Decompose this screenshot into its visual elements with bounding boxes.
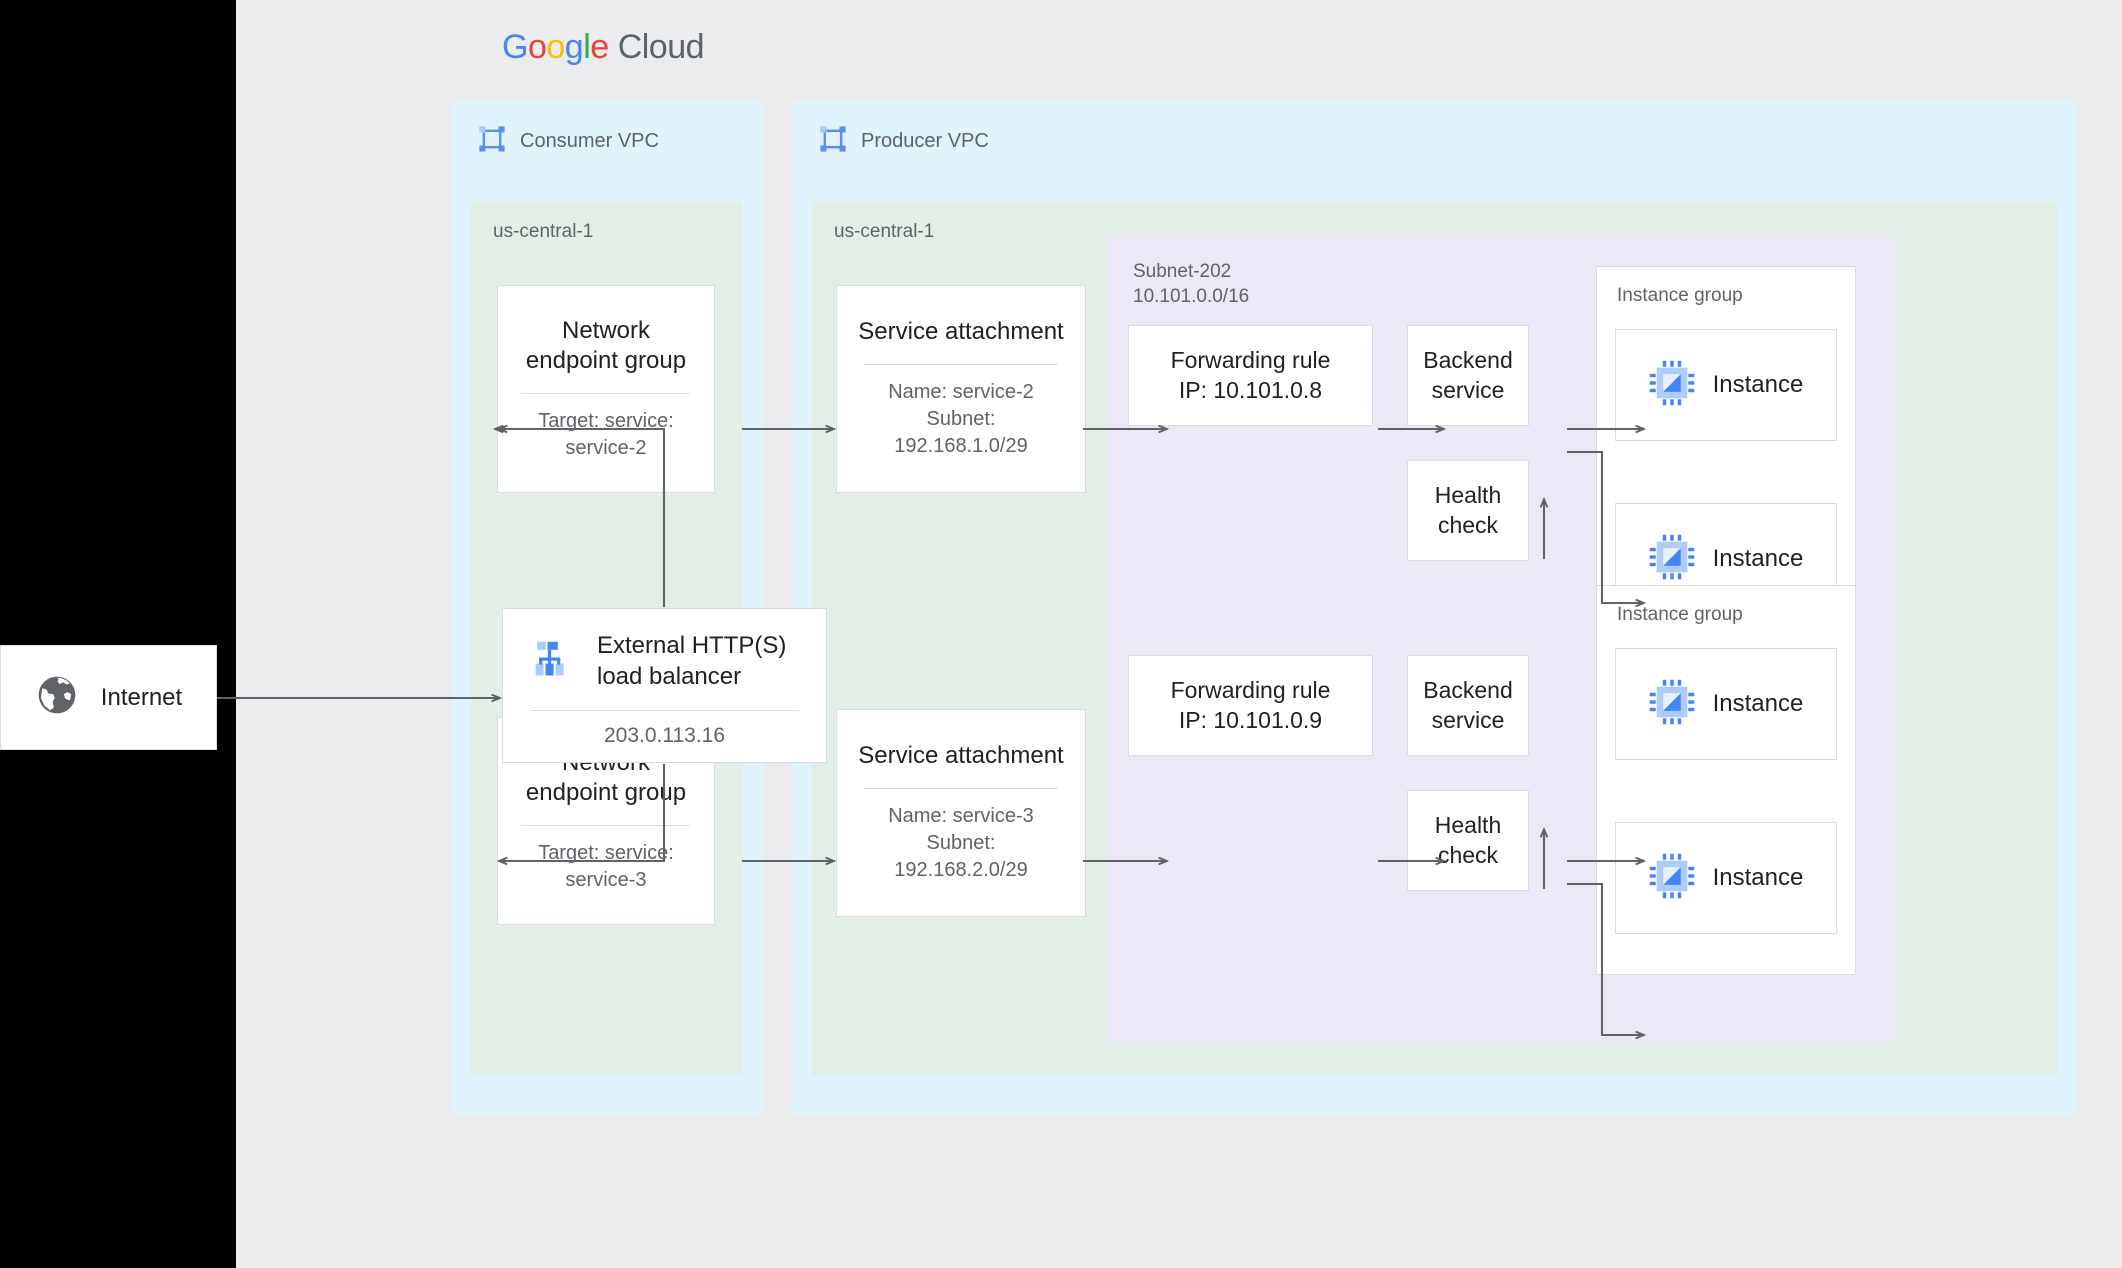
producer-vpc-header: Producer VPC xyxy=(819,125,989,158)
service-attachment-card[interactable]: Service attachment Name: service-2 Subne… xyxy=(836,285,1086,493)
forwarding-rule-title: Forwarding rule xyxy=(1170,346,1331,373)
service-attachment-name: Name: service-3 xyxy=(888,805,1034,828)
service-attachment-card[interactable]: Service attachment Name: service-3 Subne… xyxy=(836,709,1086,917)
logo-letter-e: e xyxy=(590,28,609,66)
load-balancer-title-line1: External HTTP(S) xyxy=(597,632,787,659)
health-check-line1: Health xyxy=(1434,481,1502,508)
neg-title-line2: endpoint group xyxy=(525,347,687,375)
backend-service-line2: service xyxy=(1431,376,1505,403)
backend-service-box[interactable]: Backend service xyxy=(1407,325,1529,426)
subnet-name: Subnet-202 xyxy=(1133,261,1232,282)
consumer-vpc-title: Consumer VPC xyxy=(520,130,659,152)
divider xyxy=(521,393,691,395)
forwarding-rule-title: Forwarding rule xyxy=(1170,676,1331,703)
service-attachment-subnet-cidr: 192.168.1.0/29 xyxy=(894,435,1028,458)
backend-service-box[interactable]: Backend service xyxy=(1407,655,1529,756)
cpu-instance-icon xyxy=(1649,853,1695,904)
load-balancer-icon xyxy=(531,636,577,687)
backend-service-line1: Backend xyxy=(1423,676,1513,703)
cpu-instance-icon xyxy=(1649,360,1695,411)
producer-region-label: us-central-1 xyxy=(834,221,935,242)
service-attachment-subnet-label: Subnet: xyxy=(926,408,996,431)
logo-letter-o1: o xyxy=(527,28,547,66)
load-balancer-title-line2: load balancer xyxy=(597,662,742,690)
logo-letter-G: G xyxy=(502,28,528,66)
producer-region-container: us-central-1 Service attachment Name: se… xyxy=(812,201,2057,1075)
consumer-vpc-header: Consumer VPC xyxy=(478,125,659,158)
divider xyxy=(864,364,1058,366)
logo-letter-o2: o xyxy=(546,28,565,66)
instance-label: Instance xyxy=(1712,371,1804,398)
globe-icon xyxy=(35,673,79,722)
divider xyxy=(521,825,691,827)
neg-title-line2: endpoint group xyxy=(525,779,687,807)
instance-box[interactable]: Instance xyxy=(1615,822,1837,934)
cpu-instance-icon xyxy=(1649,679,1695,730)
load-balancer-card[interactable]: External HTTP(S) load balancer 203.0.113… xyxy=(502,608,827,763)
instance-box[interactable]: Instance xyxy=(1615,329,1837,441)
cpu-instance-icon xyxy=(1649,534,1695,585)
health-check-line1: Health xyxy=(1434,811,1502,838)
service-attachment-subnet-cidr: 192.168.2.0/29 xyxy=(894,859,1028,882)
service-attachment-subnet-label: Subnet: xyxy=(926,832,996,855)
subnet-container: Subnet-202 10.101.0.0/16 Forwarding rule… xyxy=(1108,235,1895,1043)
instance-label: Instance xyxy=(1712,545,1804,572)
divider xyxy=(531,710,798,711)
instance-label: Instance xyxy=(1712,690,1804,717)
subnet-cidr: 10.101.0.0/16 xyxy=(1133,286,1250,308)
instance-group-label: Instance group xyxy=(1617,604,1743,625)
vpc-icon xyxy=(819,125,847,158)
neg-title-line1: Network xyxy=(561,316,651,344)
forwarding-rule-ip: IP: 10.101.0.9 xyxy=(1178,706,1323,733)
internet-label: Internet xyxy=(100,683,183,711)
load-balancer-ip: 203.0.113.16 xyxy=(603,724,726,747)
logo-word-cloud: Cloud xyxy=(617,28,705,66)
instance-box[interactable]: Instance xyxy=(1615,648,1837,760)
service-attachment-title: Service attachment xyxy=(858,742,1064,770)
neg-sub-line1: Target: service: xyxy=(538,410,674,433)
logo-letter-l: l xyxy=(583,28,591,66)
instance-group-container: Instance group xyxy=(1596,585,1856,975)
divider xyxy=(864,788,1058,790)
service-attachment-name: Name: service-2 xyxy=(888,381,1034,404)
instance-label: Instance xyxy=(1712,864,1804,891)
producer-vpc-container: Producer VPC us-central-1 Service attach… xyxy=(792,101,2077,1115)
internet-node: Internet xyxy=(0,645,217,750)
service-attachment-title: Service attachment xyxy=(858,318,1064,346)
vpc-icon xyxy=(478,125,506,158)
subnet-label: Subnet-202 10.101.0.0/16 xyxy=(1133,259,1249,309)
logo-letter-g: g xyxy=(564,28,584,66)
neg-sub-line2: service-2 xyxy=(565,437,647,460)
producer-vpc-title: Producer VPC xyxy=(861,130,989,152)
instance-group-label: Instance group xyxy=(1617,285,1743,306)
backend-service-line1: Backend xyxy=(1423,346,1513,373)
health-check-line2: check xyxy=(1437,511,1499,538)
backend-service-line2: service xyxy=(1431,706,1505,733)
health-check-line2: check xyxy=(1437,841,1499,868)
forwarding-rule-ip: IP: 10.101.0.8 xyxy=(1178,376,1323,403)
network-endpoint-group-card[interactable]: Network endpoint group Target: service: … xyxy=(497,285,715,493)
neg-sub-line1: Target: service: xyxy=(538,842,674,865)
forwarding-rule-box[interactable]: Forwarding rule IP: 10.101.0.9 xyxy=(1128,655,1373,756)
forwarding-rule-box[interactable]: Forwarding rule IP: 10.101.0.8 xyxy=(1128,325,1373,426)
health-check-box[interactable]: Health check xyxy=(1407,790,1529,891)
load-balancer-title: External HTTP(S) load balancer xyxy=(597,631,786,692)
health-check-box[interactable]: Health check xyxy=(1407,460,1529,561)
neg-sub-line2: service-3 xyxy=(565,869,647,892)
consumer-region-label: us-central-1 xyxy=(493,221,594,242)
